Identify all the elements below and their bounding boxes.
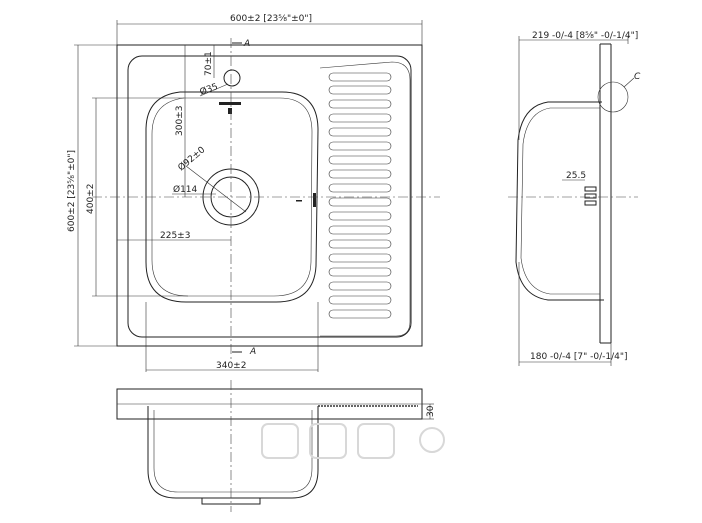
dim-drain-depth-label: 300±3 (175, 106, 185, 136)
side-mark (313, 193, 316, 207)
drainer-grooves (328, 72, 392, 319)
dim-overflow-label: 25.5 (566, 171, 586, 181)
overflow-connector-2 (584, 193, 597, 199)
bowl-profile (515, 101, 604, 301)
dim-height-label: 600±2 [23⅝"±0"] (67, 150, 77, 232)
dim-drain-offset-label: 225±3 (160, 231, 190, 241)
dim-side-bottom-label: 180 -0/-4 [7" -0/-1/4"] (530, 352, 628, 362)
overflow-connector (584, 186, 597, 192)
front-bowl (147, 406, 319, 499)
drainer-groove (328, 169, 392, 179)
drain-inner-label: Ø92±0 (176, 144, 208, 173)
drainer-groove (328, 267, 392, 277)
detail-c-circle (597, 81, 629, 113)
tap-hole-leader (199, 83, 229, 97)
drainer-groove (328, 239, 392, 249)
tap-hole-label: Ø35 (198, 81, 219, 98)
drainer-groove (328, 155, 392, 165)
drainer-groove (328, 197, 392, 207)
top-view: A A 600±2 [23⅝"±0"] 600±2 [23⅝"±0"] 400±… (67, 14, 440, 372)
tap-hole (223, 69, 241, 87)
drain-outer-label: Ø114 (173, 184, 198, 195)
dim-width-label: 600±2 [23⅝"±0"] (230, 14, 312, 24)
bowl-profile-inner (520, 107, 600, 295)
side-view: C 219 -0/-4 [8⅝" -0/-1/4"] 180 -0/-4 [7"… (508, 31, 641, 366)
drainer-groove (328, 99, 392, 109)
detail-c-label: C (634, 72, 641, 82)
section-label-bottom: A (249, 347, 256, 357)
front-bowl-inner (153, 410, 313, 493)
drainer-groove (328, 253, 392, 263)
dim-tap-offset-label: 70±1 (204, 51, 214, 76)
drainer-groove (328, 183, 392, 193)
drain-inner-leader (185, 165, 247, 213)
overflow-slot (219, 102, 241, 105)
dim-side-top-label: 219 -0/-4 [8⅝" -0/-1/4"] (532, 31, 638, 41)
dim-bowl-width-label: 340±2 (216, 361, 246, 371)
drainer-groove (328, 281, 392, 291)
drainer-groove (328, 211, 392, 221)
drainer-outline (319, 61, 411, 337)
sink-inner-rim (127, 55, 412, 338)
sink-outer-frame (116, 44, 423, 347)
drainer-groove (328, 127, 392, 137)
dim-front-height-label: 30 (426, 405, 436, 417)
drainer-groove (328, 85, 392, 95)
dim-bowl-height-label: 400±2 (86, 184, 96, 214)
overflow-slot-small (228, 108, 232, 114)
drainer-groove (328, 309, 392, 319)
drainer-groove (328, 225, 392, 235)
drainer-groove (328, 72, 392, 82)
drainer-groove (328, 141, 392, 151)
detail-c-leader (623, 77, 635, 88)
front-view: 30 (116, 380, 445, 512)
watermark-logo (261, 423, 445, 459)
drainer-groove (328, 295, 392, 305)
drainer-groove (328, 113, 392, 123)
side-mark-dash (296, 200, 302, 202)
section-label-top: A (243, 39, 250, 49)
bowl-outer (145, 91, 319, 303)
overflow-connector-3 (584, 200, 597, 206)
